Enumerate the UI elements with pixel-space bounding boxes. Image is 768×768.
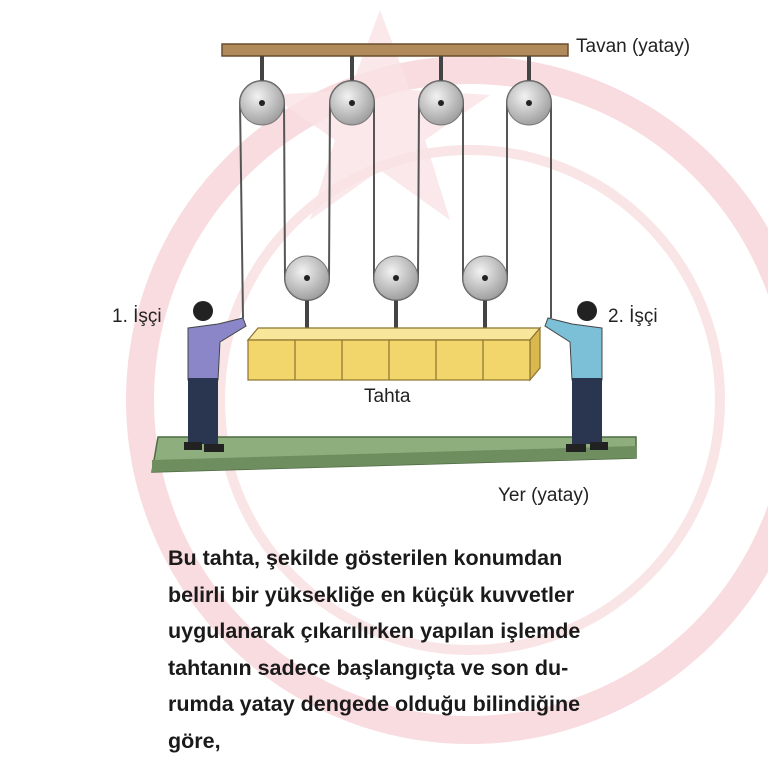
question-line: belirli bir yüksekliğe en küçük kuvvetle… [168, 582, 575, 607]
question-line: uygulanarak çıkarılırken yapılan işlemde [168, 619, 581, 643]
pulley-diagram [151, 43, 637, 473]
question-line: göre, [168, 728, 221, 753]
ceiling-label: Tavan (yatay) [576, 36, 691, 57]
pulley-hangers [260, 56, 531, 103]
worker-1-figure [184, 301, 247, 452]
board [246, 326, 542, 382]
question-line: Bu tahta, şekilde gösterilen konumdan [168, 546, 563, 570]
worker-2-label: 2. İşçi [608, 306, 658, 327]
question-text: Bu tahta, şekilde gösterilen konumdan be… [168, 540, 748, 759]
worker-2-figure [544, 301, 608, 452]
question-line: rumda yatay dengede olduğu bilindiğine [168, 692, 581, 716]
ground-platform [151, 436, 637, 473]
top-pulleys [239, 80, 552, 126]
ground-label: Yer (yatay) [498, 485, 590, 506]
ceiling-bar [221, 43, 569, 57]
board-label: Tahta [364, 386, 411, 407]
worker-1-label: 1. İşçi [112, 306, 162, 327]
question-line: tahtanın sadece başlangıçta ve son du- [168, 655, 569, 680]
